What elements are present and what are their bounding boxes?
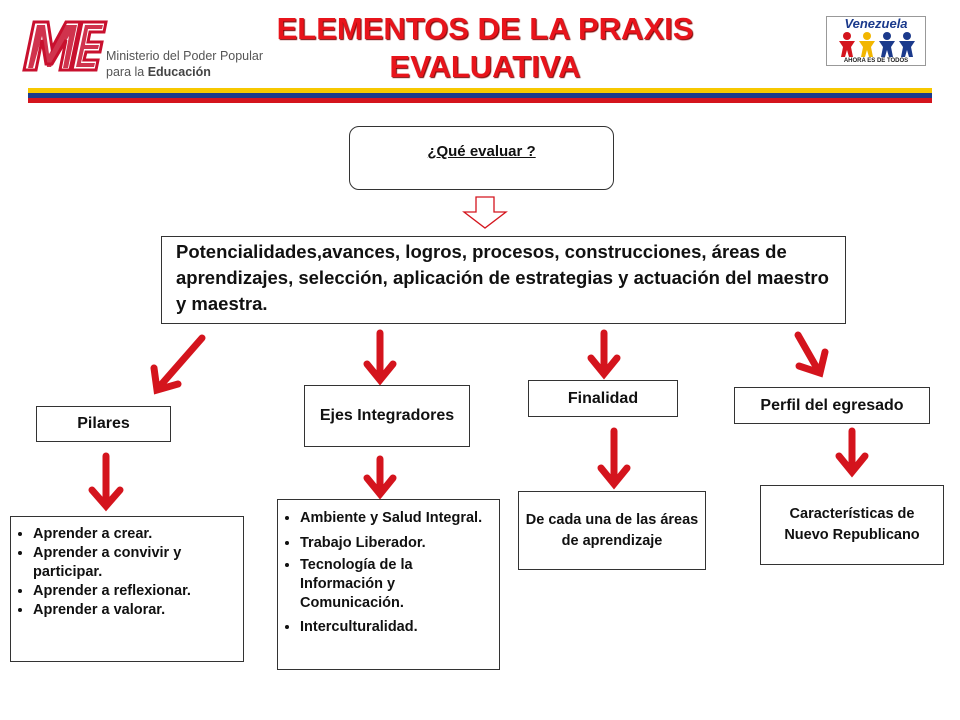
list-item: Tecnología de la Información y Comunicac…: [300, 556, 495, 613]
question-box: ¿Qué evaluar ?: [349, 126, 614, 190]
main-description-box: Potencialidades,avances, logros, proceso…: [161, 236, 846, 324]
list-item: Aprender a reflexionar.: [33, 582, 239, 601]
question-text: ¿Qué evaluar ?: [427, 143, 536, 160]
ejes-label: Ejes Integradores: [319, 407, 455, 424]
list-item: Ambiente y Salud Integral.: [300, 508, 495, 529]
arrow-finalidad-down-icon: [597, 427, 631, 490]
hollow-down-arrow-icon: [462, 196, 508, 229]
perfil-detail: Características de Nuevo Republicano: [784, 506, 920, 543]
perfil-box: Perfil del egresado: [734, 387, 930, 424]
perfil-label: Perfil del egresado: [760, 396, 904, 414]
venezuela-logo-title: Venezuela: [844, 16, 908, 31]
main-description-text: Potencialidades,avances, logros, proceso…: [176, 241, 829, 314]
list-item: Interculturalidad.: [300, 617, 495, 638]
arrow-to-perfil-icon: [794, 331, 829, 378]
page-title-line1: ELEMENTOS DE LA PRAXIS: [276, 11, 694, 46]
list-item: Aprender a convivir y participar.: [33, 544, 239, 582]
page-title-line2: EVALUATIVA: [389, 49, 581, 84]
pilares-list: Aprender a crear. Aprender a convivir y …: [15, 525, 239, 620]
finalidad-box: Finalidad: [528, 380, 678, 417]
stripe-red: [28, 98, 932, 103]
arrow-to-pilares-icon: [150, 334, 206, 395]
arrow-to-ejes-icon: [363, 329, 397, 386]
venezuela-logo-slogan: AHORA ES DE TODOS: [843, 58, 909, 64]
ministry-line2: para la Educación: [106, 65, 211, 79]
arrow-ejes-down-icon: [363, 455, 397, 500]
flag-stripes: [28, 88, 932, 103]
arrow-pilares-down-icon: [88, 452, 124, 512]
finalidad-label: Finalidad: [567, 389, 639, 407]
ministry-logo: Ministerio del Poder Popular para la Edu…: [18, 14, 268, 79]
ejes-box: Ejes Integradores: [304, 385, 470, 447]
pilares-label: Pilares: [77, 415, 130, 432]
stripe-blue: [28, 93, 932, 98]
pilares-list-box: Aprender a crear. Aprender a convivir y …: [10, 516, 244, 662]
arrow-to-finalidad-icon: [587, 329, 621, 380]
pilares-box: Pilares: [36, 406, 171, 442]
ministry-line1: Ministerio del Poder Popular: [106, 49, 264, 63]
page-title: ELEMENTOS DE LA PRAXIS EVALUATIVA: [270, 10, 700, 86]
stripe-yellow: [28, 88, 932, 93]
arrow-perfil-down-icon: [835, 427, 869, 478]
list-item: Trabajo Liberador.: [300, 533, 495, 554]
perfil-detail-box: Características de Nuevo Republicano: [760, 485, 944, 565]
list-item: Aprender a crear.: [33, 525, 239, 544]
finalidad-detail: De cada una de las áreas de aprendizaje: [525, 511, 699, 549]
children-figures-icon: [839, 32, 915, 57]
list-item: Aprender a valorar.: [33, 601, 239, 620]
venezuela-logo: Venezuela AHORA ES DE TODOS: [826, 16, 926, 66]
ejes-list: Ambiente y Salud Integral. Trabajo Liber…: [282, 508, 495, 638]
ministry-me-icon: [22, 20, 108, 72]
finalidad-detail-box: De cada una de las áreas de aprendizaje: [518, 491, 706, 570]
ejes-list-box: Ambiente y Salud Integral. Trabajo Liber…: [277, 499, 500, 670]
